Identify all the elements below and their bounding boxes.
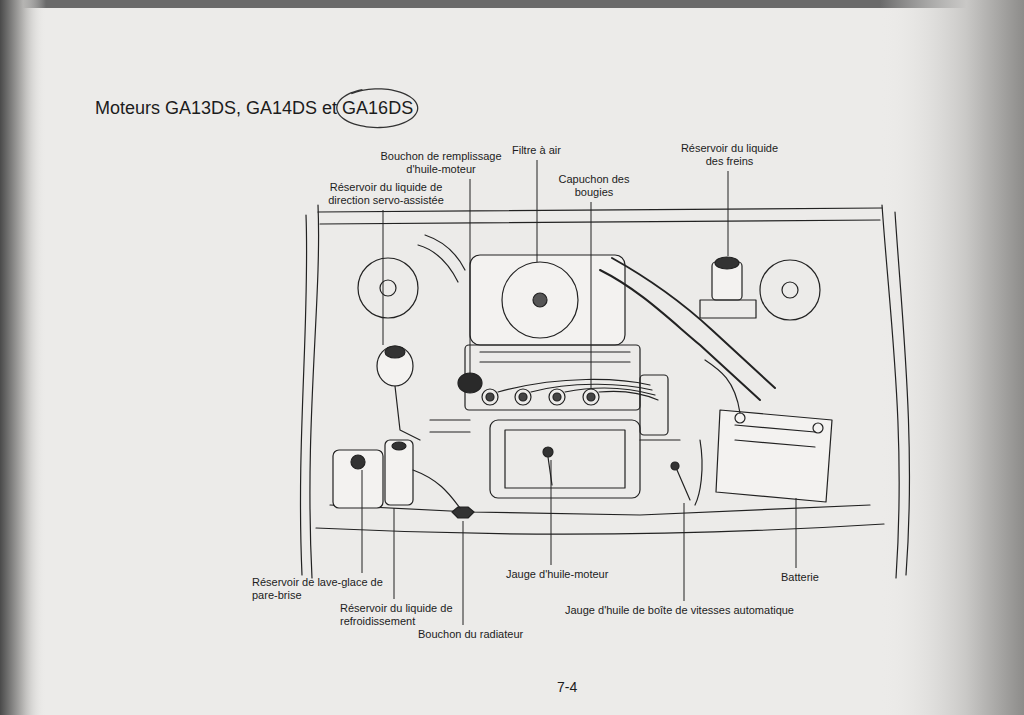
plug-cap	[549, 389, 565, 405]
page-title: Moteurs GA13DS, GA14DS et GA16DS	[95, 97, 413, 119]
strut-tower	[358, 258, 418, 318]
part-label: Réservoir du liquide des freins	[672, 142, 787, 168]
part-label: Batterie	[781, 571, 819, 584]
plug-cap	[515, 389, 531, 405]
leader-line	[728, 171, 729, 256]
plug-cap-core	[587, 393, 595, 401]
right-fender	[882, 205, 899, 578]
part-label: Capuchon des bougies	[548, 173, 640, 199]
strut-nut	[380, 280, 396, 296]
part-label: Réservoir du liquide de direction servo-…	[310, 181, 462, 207]
battery	[716, 410, 832, 502]
leader-line	[470, 179, 471, 374]
master-cylinder	[700, 300, 756, 318]
leader-line	[383, 210, 384, 345]
left-fender-edge	[300, 215, 306, 575]
gutter-shadow	[0, 0, 46, 715]
air-filter-lid	[502, 262, 578, 338]
overflow-hose	[413, 470, 460, 508]
left-fender	[310, 205, 319, 578]
page-curl-shadow	[880, 0, 1024, 715]
atf-dipstick-handle	[671, 462, 679, 470]
leader-line	[684, 503, 685, 601]
battery-terminal	[813, 423, 823, 433]
battery-terminal	[735, 413, 745, 423]
coolant-reservoir	[385, 440, 413, 505]
cowl-line	[318, 208, 882, 212]
battery-clamp	[735, 425, 815, 447]
hose	[695, 440, 702, 505]
page-number: 7-4	[557, 679, 577, 696]
plug-cap	[482, 389, 498, 405]
intake-duct	[612, 258, 775, 388]
washer-cap	[351, 455, 365, 469]
brake-reservoir-cap	[715, 257, 739, 269]
front-panel	[316, 524, 884, 534]
part-label: Réservoir de lave-glace de pare-brise	[252, 576, 390, 602]
engine-block	[490, 420, 640, 498]
part-label: Bouchon de remplissage d'huile-moteur	[370, 150, 512, 176]
part-label: Jauge d'huile-moteur	[506, 568, 608, 581]
part-label: Réservoir du liquide de refroidissement	[340, 602, 462, 628]
strut-tower	[760, 260, 820, 320]
cowl-line	[320, 220, 880, 224]
cylinder-head	[465, 345, 640, 410]
ignition-wires	[498, 379, 658, 400]
reservoir-cap	[385, 346, 405, 358]
power-steering-reservoir	[377, 346, 413, 386]
oil-filler-cap	[458, 373, 482, 393]
leader-line	[537, 160, 538, 262]
plug-cap	[583, 389, 599, 405]
part-label: Bouchon du radiateur	[418, 628, 523, 641]
hose	[425, 235, 465, 270]
leader-line	[796, 498, 797, 568]
head-ribs	[480, 352, 630, 362]
hose	[418, 245, 458, 282]
part-label: Filtre à air	[512, 144, 561, 157]
atf-dipstick	[677, 470, 690, 500]
radiator-cap	[452, 507, 474, 518]
leader-line	[362, 470, 363, 573]
washer-tank	[333, 450, 383, 508]
part-label: Jauge d'huile de boîte de vitesses autom…	[565, 604, 794, 617]
top-shadow	[0, 0, 1024, 8]
oil-dipstick-handle	[543, 447, 553, 457]
distributor	[640, 375, 668, 435]
leader-line	[591, 202, 592, 388]
right-fender-edge	[895, 212, 909, 575]
air-filter-housing	[470, 255, 625, 345]
coolant-cap	[392, 442, 406, 450]
leader-line	[551, 460, 552, 565]
wing-nut	[533, 293, 547, 307]
pipes	[430, 420, 680, 440]
plug-cap-core	[519, 393, 527, 401]
plug-cap-core	[553, 393, 561, 401]
power-steering-hose	[395, 386, 420, 440]
plug-cap-core	[486, 393, 494, 401]
block-panel	[505, 430, 625, 488]
battery-cable	[705, 360, 740, 413]
strut-nut	[782, 282, 798, 298]
core-support	[330, 505, 870, 515]
leader-line	[394, 508, 395, 599]
leader-line	[463, 521, 464, 625]
